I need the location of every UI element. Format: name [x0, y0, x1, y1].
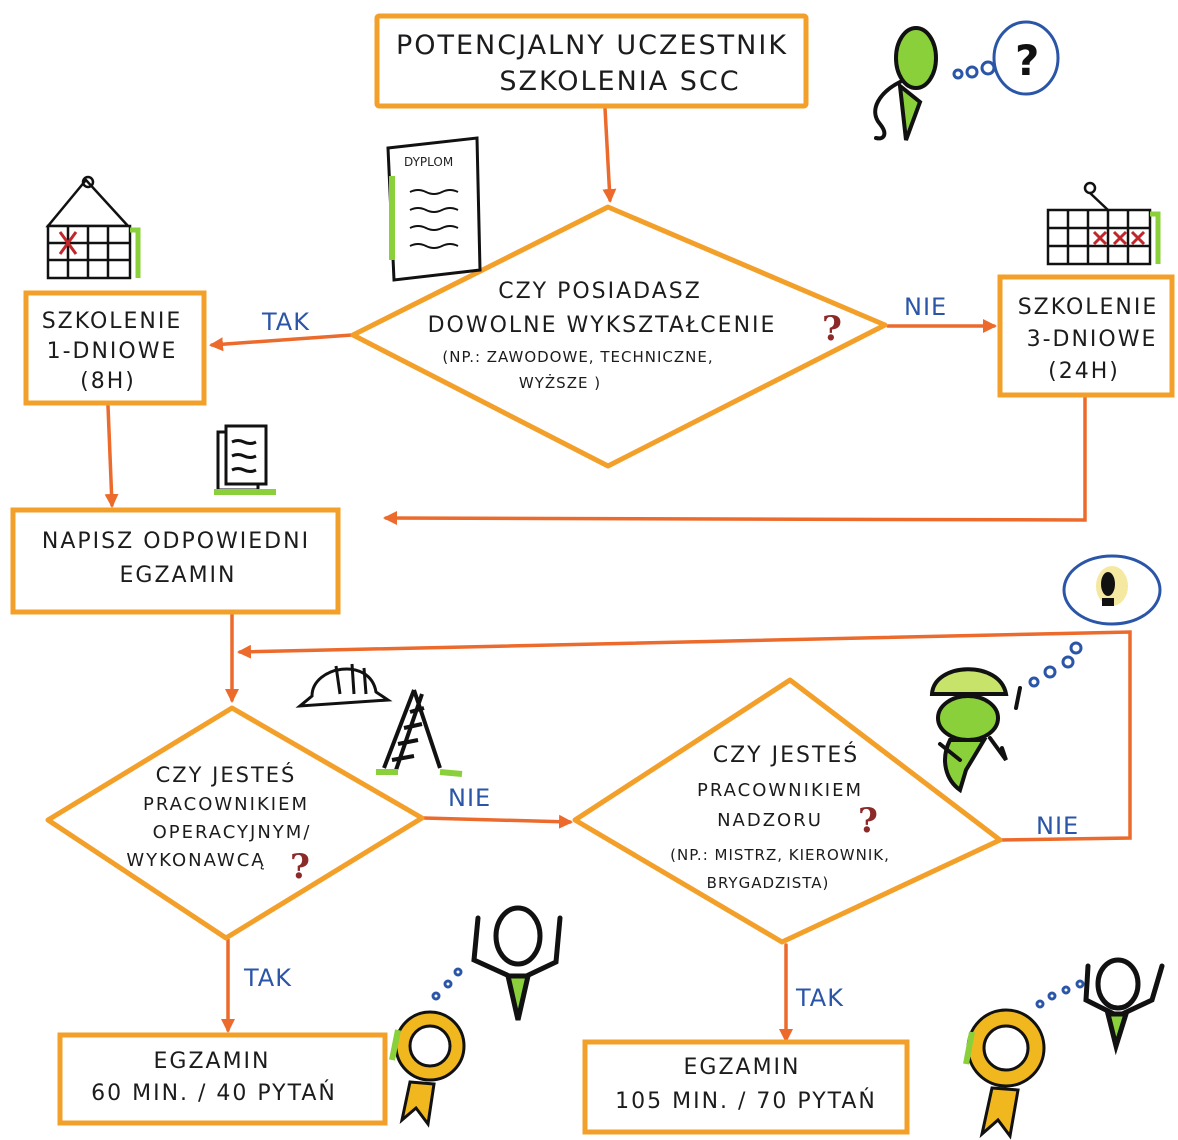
node-training-1day: SZKOLENIE 1-DNIOWE (8H) [23, 290, 207, 406]
node-question-education: CZY POSIADASZ DOWOLNE WYKSZTAŁCENIE ? (N… [350, 204, 888, 469]
write-exam-line2: EGZAMIN [120, 563, 237, 588]
award-rosette-icon [389, 1010, 466, 1128]
worker-hardhat-icon [929, 641, 1083, 794]
training-3day-line2: 3-DNIOWE [1027, 327, 1158, 352]
cheering-person-icon [1035, 957, 1165, 1056]
edge-label-tak: TAK [795, 984, 844, 1012]
calendar-icon [45, 175, 141, 280]
question-operational-line1: CZY JESTEŚ [156, 762, 297, 787]
edge-label-tak: TAK [243, 964, 292, 992]
node-training-3day: SZKOLENIE 3-DNIOWE (24H) [997, 274, 1175, 398]
edge-label-tak: TAK [261, 308, 310, 336]
node-write-exam: NAPISZ ODPOWIEDNI EGZAMIN [10, 507, 341, 615]
training-3day-line1: SZKOLENIE [1018, 295, 1159, 320]
ladder-icon [376, 689, 463, 777]
cheering-person-icon [431, 905, 563, 1021]
diploma-icon [386, 136, 482, 282]
node-question-supervision: CZY JESTEŚ PRACOWNIKIEM NADZORU ? (NP.: … [572, 677, 1003, 945]
question-mark-icon: ? [858, 801, 878, 841]
arrow-1day-to-exam [104, 404, 119, 508]
arrow-operational-to-supervision [422, 814, 573, 829]
exam-60-line1: EGZAMIN [154, 1049, 271, 1074]
exam-60-line2: 60 MIN. / 40 PYTAŃ [91, 1080, 337, 1106]
lightbulb-icon [1062, 554, 1162, 626]
arrow-3day-to-exam [383, 396, 1087, 526]
question-education-line1: CZY POSIADASZ [498, 279, 702, 304]
question-supervision-line4: (NP.: MISTRZ, KIEROWNIK, [670, 846, 890, 864]
node-start-line2: SZKOLENIA SCC [499, 66, 740, 97]
node-exam-105: EGZAMIN 105 MIN. / 70 PYTAŃ [582, 1039, 910, 1135]
arrow-start-to-question [602, 106, 617, 203]
award-rosette-icon [963, 1008, 1046, 1140]
question-operational-line2: PRACOWNIKIEM [143, 794, 309, 815]
exam-sheets-icon [214, 424, 276, 495]
question-supervision-line1: CZY JESTEŚ [713, 742, 860, 768]
edge-labels: TAK NIE NIE NIE TAK TAK [243, 293, 1079, 1012]
diploma-title: DYPLOM [404, 155, 453, 169]
training-1day-line3: (8H) [80, 369, 136, 394]
edge-label-nie: NIE [904, 293, 947, 321]
question-supervision-line3: NADZORU [717, 810, 823, 831]
training-3day-line3: (24H) [1048, 359, 1120, 384]
edge-label-nie: NIE [1036, 812, 1079, 840]
node-start-line1: POTENCJALNY UCZESTNIK [396, 30, 788, 61]
node-question-operational: CZY JESTEŚ PRACOWNIKIEM OPERACYJNYM/ WYK… [45, 705, 425, 941]
connectors [104, 106, 1132, 1043]
question-mark-icon: ? [290, 847, 310, 887]
exam-105-line1: EGZAMIN [684, 1055, 801, 1080]
question-education-line2: DOWOLNE WYKSZTAŁCENIE [428, 313, 777, 338]
question-education-line4: WYŻSZE ) [519, 373, 601, 392]
arrow-question-to-1day [209, 333, 354, 352]
hardhat-icon [295, 663, 393, 708]
question-mark-icon: ? [822, 309, 842, 349]
training-1day-line2: 1-DNIOWE [47, 339, 178, 364]
question-operational-line4: WYKONAWCĄ [126, 850, 265, 871]
thinking-person-icon [873, 20, 1060, 141]
question-education-line3: (NP.: ZAWODOWE, TECHNICZNE, [442, 348, 713, 366]
edge-label-nie: NIE [448, 784, 491, 812]
question-supervision-line2: PRACOWNIKIEM [697, 780, 863, 801]
write-exam-line1: NAPISZ ODPOWIEDNI [42, 529, 310, 554]
node-start: POTENCJALNY UCZESTNIK SZKOLENIA SCC [374, 13, 809, 109]
training-1day-line1: SZKOLENIE [42, 309, 183, 334]
exam-105-line2: 105 MIN. / 70 PYTAŃ [615, 1088, 877, 1114]
calendar-icon [1046, 181, 1161, 266]
question-bubble-icon: ? [1015, 36, 1039, 85]
arrow-supervision-loop-back [237, 630, 1132, 842]
question-supervision-line5: BRYGADZISTA) [707, 874, 830, 892]
node-exam-60: EGZAMIN 60 MIN. / 40 PYTAŃ [57, 1032, 388, 1126]
question-operational-line3: OPERACYJNYM/ [153, 822, 312, 843]
